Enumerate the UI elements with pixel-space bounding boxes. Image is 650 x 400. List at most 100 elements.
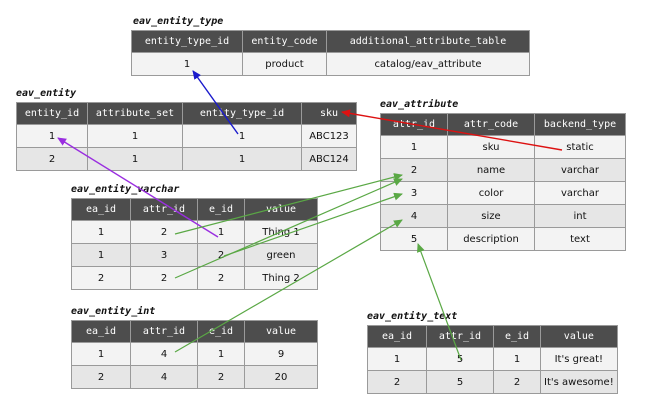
table-cell: varchar xyxy=(534,181,626,205)
table-cell: 2 xyxy=(130,266,198,290)
table-title: eav_entity xyxy=(16,88,77,99)
table-cell: green xyxy=(244,243,318,267)
table-row: 2 name varchar xyxy=(380,158,626,182)
table-cell: size xyxy=(447,204,535,228)
column-header: backend_type xyxy=(534,113,626,136)
table-cell: static xyxy=(534,135,626,159)
table-cell: text xyxy=(534,227,626,251)
table-cell: 1 xyxy=(71,243,131,267)
column-header: entity_code xyxy=(242,30,327,53)
table-cell: It's awesome! xyxy=(540,370,618,394)
column-header: value xyxy=(540,325,618,348)
column-header: ea_id xyxy=(71,320,131,343)
column-header: attribute_set xyxy=(87,102,183,125)
table-cell: 2 xyxy=(380,158,448,182)
table-cell: color xyxy=(447,181,535,205)
table-row: 1 4 1 9 xyxy=(71,342,318,366)
table-cell: 5 xyxy=(426,370,494,394)
table-cell: 1 xyxy=(182,147,302,171)
table-row: 5 description text xyxy=(380,227,626,251)
table-cell: 2 xyxy=(130,220,198,244)
table-eav-entity: eav_entity entity_id attribute_set entit… xyxy=(16,88,357,171)
eav-entity-int-grid: ea_id attr_id e_id value 1 4 1 9 2 4 2 2… xyxy=(71,320,318,389)
table-cell: 2 xyxy=(197,266,245,290)
column-header: entity_id xyxy=(16,102,88,125)
table-cell: 1 xyxy=(131,52,243,76)
table-cell: Thing 1 xyxy=(244,220,318,244)
table-row: 1 2 1 Thing 1 xyxy=(71,220,318,244)
table-cell: 5 xyxy=(380,227,448,251)
table-row: 1 product catalog/eav_attribute xyxy=(131,52,530,76)
table-cell: 2 xyxy=(197,243,245,267)
table-row: 4 size int xyxy=(380,204,626,228)
table-cell: name xyxy=(447,158,535,182)
table-row: 3 color varchar xyxy=(380,181,626,205)
table-cell: 1 xyxy=(493,347,541,371)
table-row: 2 4 2 20 xyxy=(71,365,318,389)
table-cell: 20 xyxy=(244,365,318,389)
table-cell: sku xyxy=(447,135,535,159)
table-row: 2 1 1 ABC124 xyxy=(16,147,357,171)
column-header: attr_id xyxy=(130,320,198,343)
table-eav-entity-type: eav_entity_type entity_type_id entity_co… xyxy=(131,16,530,76)
table-eav-entity-text: eav_entity_text ea_id attr_id e_id value… xyxy=(367,311,618,394)
table-cell: 1 xyxy=(87,124,183,148)
table-cell: 3 xyxy=(130,243,198,267)
table-cell: 2 xyxy=(197,365,245,389)
table-row: 1 3 2 green xyxy=(71,243,318,267)
eav-entity-type-grid: entity_type_id entity_code additional_at… xyxy=(131,30,530,76)
column-header: ea_id xyxy=(367,325,427,348)
table-cell: 4 xyxy=(130,342,198,366)
table-row: 1 sku static xyxy=(380,135,626,159)
table-title: eav_entity_int xyxy=(71,306,156,317)
table-eav-attribute: eav_attribute attr_id attr_code backend_… xyxy=(380,99,626,251)
table-cell: 1 xyxy=(182,124,302,148)
column-header: entity_type_id xyxy=(131,30,243,53)
table-cell: 4 xyxy=(380,204,448,228)
column-header: entity_type_id xyxy=(182,102,302,125)
column-header: value xyxy=(244,198,318,221)
table-cell: 1 xyxy=(71,220,131,244)
table-cell: 1 xyxy=(197,342,245,366)
table-title: eav_entity_varchar xyxy=(71,184,180,195)
table-cell: ABC123 xyxy=(301,124,357,148)
table-cell: 1 xyxy=(71,342,131,366)
table-title: eav_entity_text xyxy=(367,311,458,322)
table-cell: catalog/eav_attribute xyxy=(326,52,530,76)
table-cell: Thing 2 xyxy=(244,266,318,290)
table-cell: 5 xyxy=(426,347,494,371)
eav-entity-varchar-grid: ea_id attr_id e_id value 1 2 1 Thing 1 1… xyxy=(71,198,318,290)
column-header: e_id xyxy=(197,320,245,343)
column-header: e_id xyxy=(197,198,245,221)
table-cell: 1 xyxy=(380,135,448,159)
table-title: eav_entity_type xyxy=(133,16,224,27)
table-cell: description xyxy=(447,227,535,251)
column-header: attr_code xyxy=(447,113,535,136)
table-cell: int xyxy=(534,204,626,228)
table-cell: 3 xyxy=(380,181,448,205)
table-cell: 2 xyxy=(367,370,427,394)
eav-entity-text-grid: ea_id attr_id e_id value 1 5 1 It's grea… xyxy=(367,325,618,394)
table-cell: 2 xyxy=(493,370,541,394)
table-eav-entity-varchar: eav_entity_varchar ea_id attr_id e_id va… xyxy=(71,184,318,290)
table-cell: 2 xyxy=(71,365,131,389)
table-row: 2 2 2 Thing 2 xyxy=(71,266,318,290)
eav-attribute-grid: attr_id attr_code backend_type 1 sku sta… xyxy=(380,113,626,251)
table-cell: 9 xyxy=(244,342,318,366)
table-cell: 2 xyxy=(71,266,131,290)
table-row: 1 5 1 It's great! xyxy=(367,347,618,371)
table-cell: 1 xyxy=(87,147,183,171)
table-cell: 1 xyxy=(367,347,427,371)
table-cell: ABC124 xyxy=(301,147,357,171)
table-cell: 2 xyxy=(16,147,88,171)
column-header: ea_id xyxy=(71,198,131,221)
table-cell: product xyxy=(242,52,327,76)
table-cell: It's great! xyxy=(540,347,618,371)
column-header: sku xyxy=(301,102,357,125)
table-cell: varchar xyxy=(534,158,626,182)
table-cell: 1 xyxy=(197,220,245,244)
table-row: 2 5 2 It's awesome! xyxy=(367,370,618,394)
eav-entity-grid: entity_id attribute_set entity_type_id s… xyxy=(16,102,357,171)
table-row: 1 1 1 ABC123 xyxy=(16,124,357,148)
column-header: value xyxy=(244,320,318,343)
